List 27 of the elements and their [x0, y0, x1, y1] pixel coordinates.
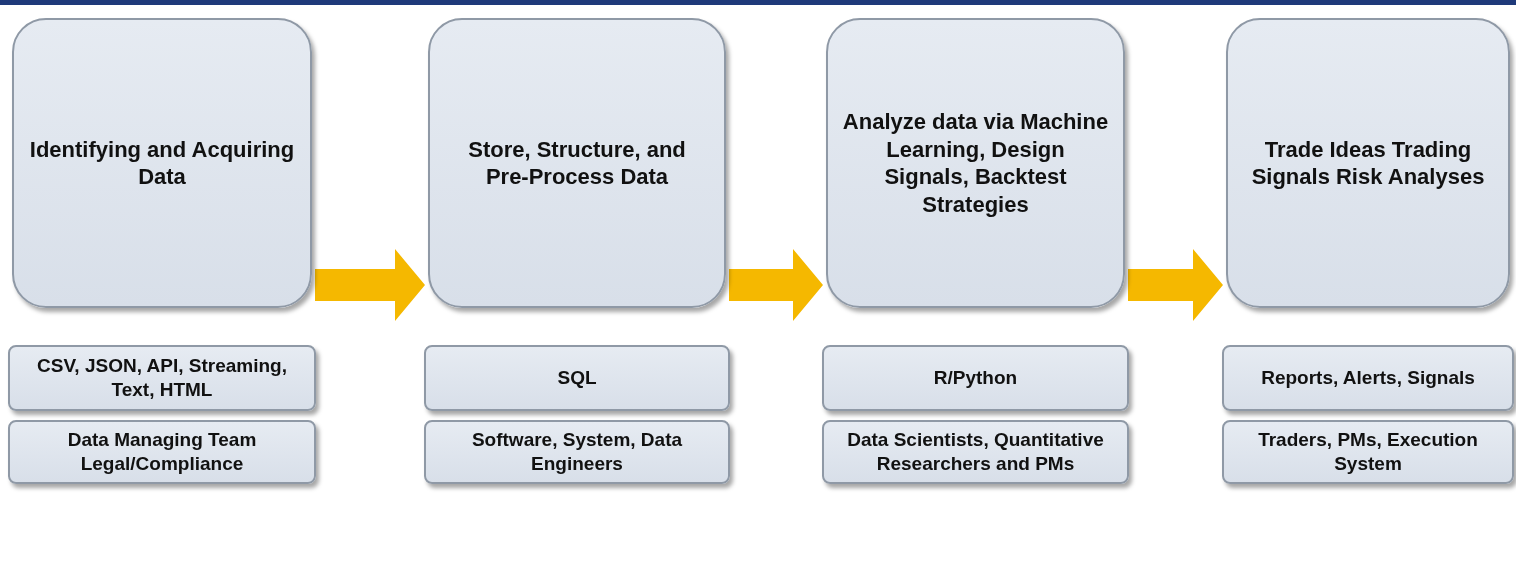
detail-box — [1222, 420, 1514, 484]
box-text: R/Python — [933, 366, 1018, 390]
stage-box — [826, 18, 1125, 308]
box-text: Traders, PMs, Execution System — [1257, 428, 1479, 476]
box-text: Store, Structure, and Pre-Process Data — [467, 135, 687, 191]
block-arrow — [729, 249, 823, 321]
box-text: Analyze data via Machine Learning, Design Signals, Backtest Strategies — [842, 108, 1109, 218]
detail-box — [424, 420, 730, 484]
block-arrow — [1128, 249, 1223, 321]
detail-box — [1222, 345, 1514, 411]
detail-box — [424, 345, 730, 411]
box-text: Software, System, Data Engineers — [470, 428, 684, 476]
box-text: Trade Ideas Trading Signals Risk Analyses — [1250, 135, 1486, 191]
box-text: Data Managing Team Legal/Compliance — [66, 428, 258, 476]
detail-box — [822, 345, 1129, 411]
box-text: Identifying and Acquiring Data — [28, 135, 296, 191]
stage-box — [12, 18, 312, 308]
detail-box — [8, 345, 316, 411]
block-arrow — [315, 249, 425, 321]
box-text: Reports, Alerts, Signals — [1261, 366, 1475, 390]
stage-box — [1226, 18, 1510, 308]
detail-box — [822, 420, 1129, 484]
box-text: CSV, JSON, API, Streaming, Text, HTML — [36, 354, 288, 402]
stage-box — [428, 18, 726, 308]
detail-box — [8, 420, 316, 484]
box-text: Data Scientists, Quantitative Researchers and PMs — [846, 428, 1105, 476]
box-text: SQL — [557, 366, 597, 390]
